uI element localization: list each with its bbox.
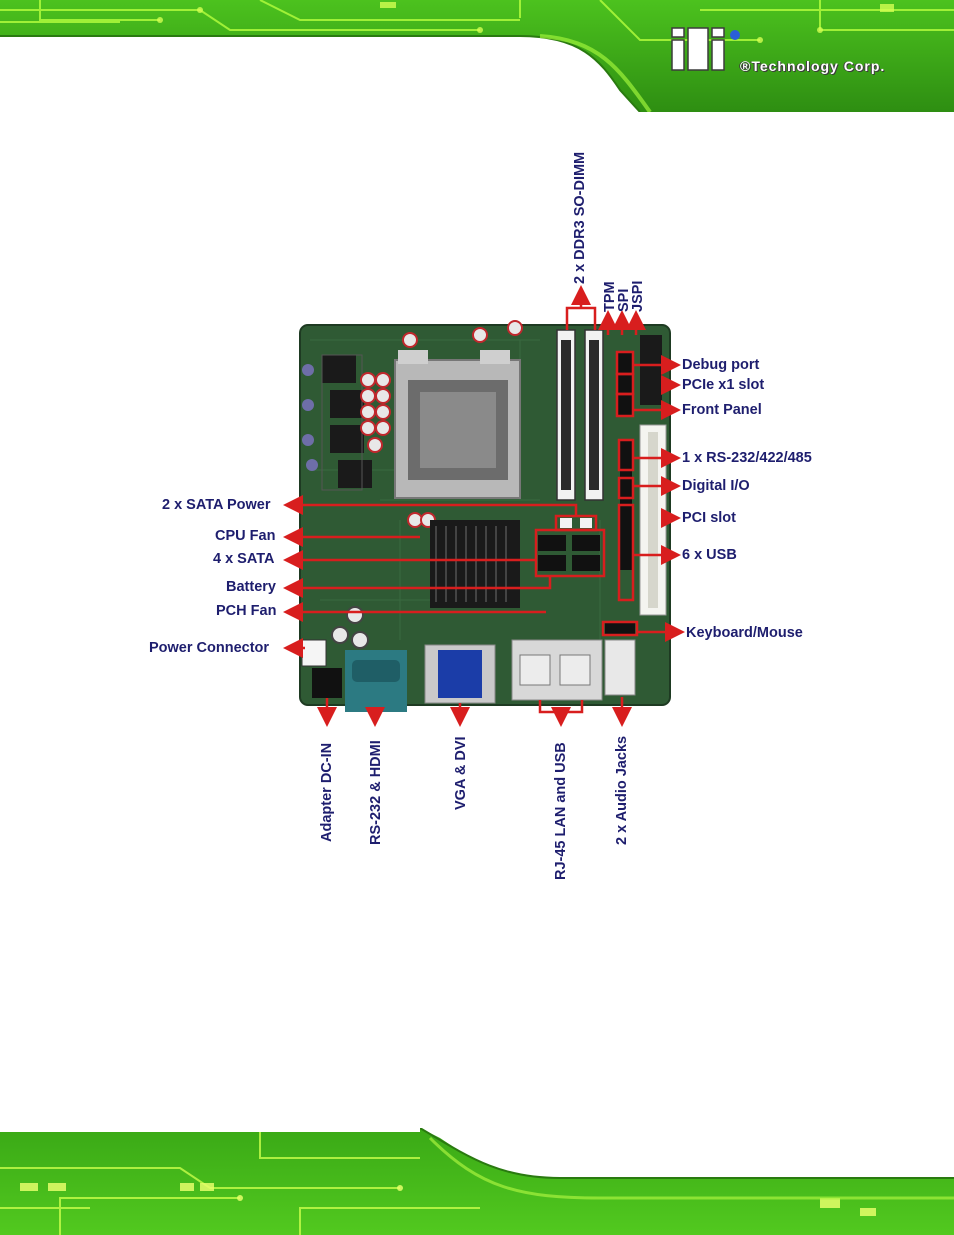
label-debug-port: Debug port — [682, 357, 760, 373]
label-pci-slot: PCI slot — [682, 510, 736, 526]
footer-banner — [0, 1128, 954, 1235]
label-6x-usb: 6 x USB — [682, 547, 737, 563]
capacitors — [302, 320, 523, 649]
callout-arrows — [283, 285, 685, 727]
label-vga-dvi: VGA & DVI — [453, 736, 469, 810]
label-keyboard-mouse: Keyboard/Mouse — [686, 625, 803, 641]
pch-heatsink — [430, 520, 520, 608]
label-rj45-lan-usb: RJ-45 LAN and USB — [553, 742, 569, 880]
label-battery: Battery — [226, 579, 276, 595]
label-4x-sata: 4 x SATA — [213, 551, 275, 567]
label-audio-jacks: 2 x Audio Jacks — [614, 735, 630, 845]
label-adapter-dc-in: Adapter DC-IN — [319, 742, 335, 842]
cpu-socket — [394, 350, 521, 499]
rear-io — [301, 622, 636, 712]
label-jspi: JSPI — [630, 280, 646, 312]
label-pch-fan: PCH Fan — [216, 603, 277, 619]
sata-connectors — [538, 518, 600, 571]
label-cpu-fan: CPU Fan — [215, 528, 276, 544]
label-sata-power: 2 x SATA Power — [162, 497, 271, 513]
header-banner: ®Technology Corp. — [0, 0, 954, 112]
label-rs232-422-485: 1 x RS-232/422/485 — [682, 450, 812, 466]
vrm-chokes — [321, 354, 372, 491]
label-pcie-slot: PCIe x1 slot — [682, 377, 765, 393]
label-front-panel: Front Panel — [682, 402, 762, 418]
circuit-background — [0, 1128, 954, 1235]
so-dimm-slots — [556, 329, 604, 501]
circuit-background — [0, 0, 954, 112]
label-power-connector: Power Connector — [149, 640, 270, 656]
label-digital-io: Digital I/O — [682, 478, 750, 494]
brand-text: ®Technology Corp. — [740, 58, 886, 74]
pcb-board — [299, 324, 671, 706]
label-rs232-hdmi: RS-232 & HDMI — [368, 740, 384, 845]
label-ddr3-so-dimm: 2 x DDR3 SO-DIMM — [572, 151, 588, 284]
